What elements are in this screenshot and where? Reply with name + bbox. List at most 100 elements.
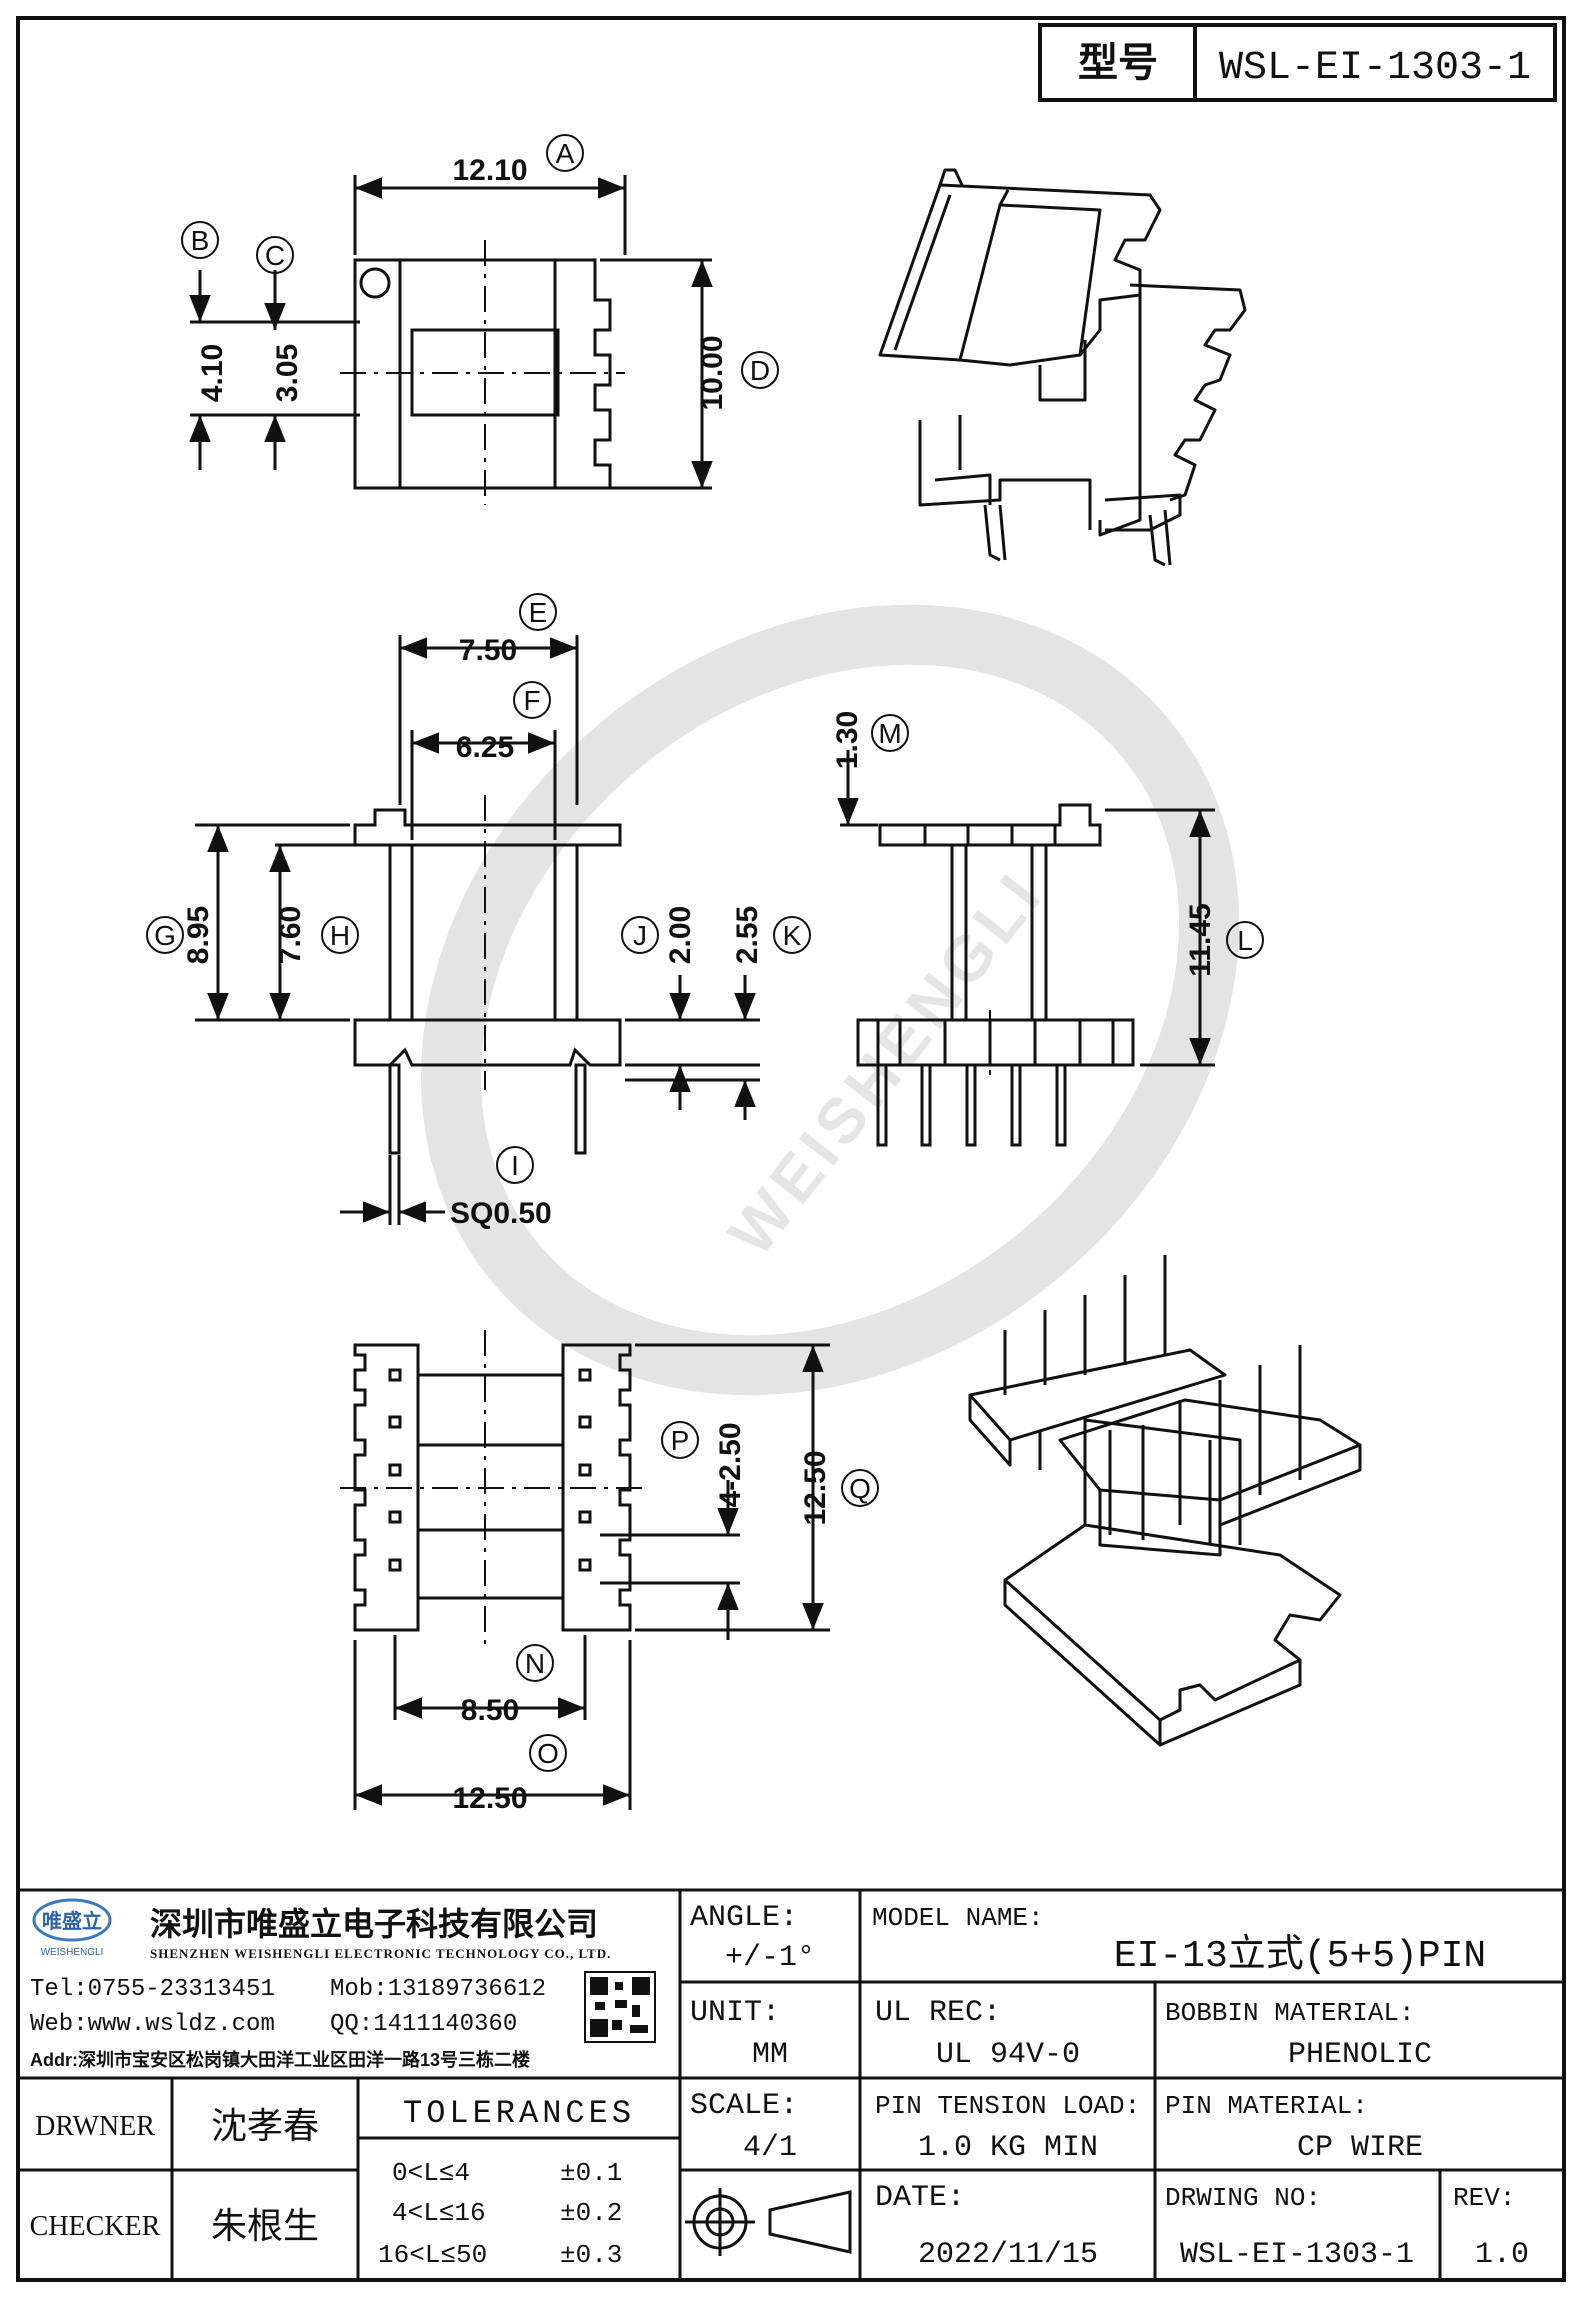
dim-d-marker — [741, 351, 779, 389]
model-name-value: EI-13立式(5+5)PIN — [1114, 1933, 1486, 1978]
dim-o-marker — [529, 1734, 567, 1772]
dim-j-value: 2.00 — [664, 906, 697, 964]
tolerance-range-3: 16<L≤50 — [378, 2240, 487, 2270]
pin-material-value: CP WIRE — [1297, 2131, 1423, 2165]
dim-k-letter: K — [783, 920, 802, 951]
checker-name: 朱根生 — [211, 2205, 319, 2246]
isometric-view-bottom — [968, 1255, 1362, 1747]
dim-l-marker — [1226, 921, 1264, 959]
company-name-cn: 深圳市唯盛立电子科技有限公司 — [150, 1906, 598, 1942]
dim-i-letter: I — [511, 1150, 519, 1181]
angle-value: +/-1° — [725, 1941, 815, 1975]
company-mob: Mob:13189736612 — [330, 1976, 546, 2003]
rev-label: REV: — [1453, 2183, 1515, 2213]
tolerance-range-2: 4<L≤16 — [392, 2198, 486, 2228]
header-model-value: WSL-EI-1303-1 — [1219, 46, 1531, 91]
dim-a-value: 12.10 — [452, 154, 527, 187]
dim-k-marker — [773, 916, 811, 954]
bobbin-material-value: PHENOLIC — [1288, 2038, 1432, 2072]
dim-h-letter: H — [330, 920, 350, 951]
dim-q-marker — [841, 1469, 879, 1507]
date-value: 2022/11/15 — [918, 2238, 1098, 2272]
pin-tension-label: PIN TENSION LOAD: — [875, 2091, 1140, 2121]
dim-b-letter: B — [191, 225, 210, 256]
dim-h-marker — [321, 916, 359, 954]
bottom-view — [340, 1330, 830, 1810]
dim-m-value: 1.30 — [831, 711, 864, 769]
pin-material-label: PIN MATERIAL: — [1165, 2091, 1368, 2121]
drawing-no-label: DRWING NO: — [1165, 2183, 1321, 2213]
company-name-en: SHENZHEN WEISHENGLI ELECTRONIC TECHNOLOG… — [150, 1946, 611, 1961]
rev-value: 1.0 — [1475, 2238, 1529, 2272]
side-view — [837, 750, 1215, 1147]
ul-rec-value: UL 94V-0 — [936, 2038, 1080, 2072]
tolerance-range-1: 0<L≤4 — [392, 2158, 470, 2188]
dim-b-marker — [181, 221, 219, 259]
dim-a-marker — [546, 134, 584, 172]
dim-o-value: 12.50 — [452, 1782, 527, 1815]
tolerance-value-1: ±0.1 — [560, 2158, 622, 2188]
dim-h-value: 7.60 — [274, 906, 307, 964]
company-qq: QQ:1411140360 — [330, 2011, 517, 2038]
dim-k-value: 2.55 — [731, 906, 764, 964]
dim-d-letter: D — [750, 355, 770, 386]
tolerance-value-2: ±0.2 — [560, 2198, 622, 2228]
dim-c-letter: C — [265, 240, 285, 271]
date-label: DATE: — [875, 2181, 965, 2215]
drawing-no-value: WSL-EI-1303-1 — [1180, 2238, 1414, 2272]
watermark-text: WEISHENGLI — [714, 858, 1057, 1269]
company-tel: Tel:0755-23313451 — [30, 1976, 275, 2003]
unit-value: MM — [752, 2038, 788, 2072]
dim-j-letter: J — [633, 920, 647, 951]
dim-b-value: 4.10 — [196, 344, 229, 402]
dim-p-letter: P — [671, 1425, 690, 1456]
scale-label: SCALE: — [690, 2089, 798, 2123]
top-view — [189, 175, 713, 505]
tolerance-value-3: ±0.3 — [560, 2240, 622, 2270]
company-logo-text: 唯盛立 — [42, 1909, 102, 1933]
dim-p-value: 4-2.50 — [714, 1422, 747, 1507]
dim-o-letter: O — [537, 1738, 559, 1769]
drawer-label: DRWNER — [35, 2111, 155, 2142]
drawer-name: 沈孝春 — [211, 2105, 319, 2146]
company-web: Web:www.wsldz.com — [30, 2011, 275, 2038]
model-name-label: MODEL NAME: — [872, 1903, 1044, 1933]
company-addr: Addr:深圳市宝安区松岗镇大田洋工业区田洋一路13号三栋二楼 — [30, 2049, 530, 2070]
tolerances-title: TOLERANCES — [403, 2095, 635, 2132]
dim-l-value: 11.45 — [1184, 903, 1217, 976]
dim-g-marker — [146, 916, 184, 954]
dim-g-value: 8.95 — [182, 906, 215, 964]
dim-i-marker — [496, 1146, 534, 1184]
dim-c-value: 3.05 — [271, 344, 304, 402]
isometric-view-top — [878, 168, 1247, 567]
header-model-label: 型号 — [1078, 41, 1158, 85]
dim-m-marker — [871, 714, 909, 752]
dim-e-value: 7.50 — [459, 634, 517, 667]
dim-e-letter: E — [529, 597, 548, 628]
dim-d-value: 10.00 — [696, 335, 729, 410]
dim-q-letter: Q — [849, 1473, 871, 1504]
bobbin-material-label: BOBBIN MATERIAL: — [1165, 1998, 1415, 2028]
dim-j-marker — [621, 916, 659, 954]
checker-label: CHECKER — [30, 2211, 161, 2242]
dim-c-marker — [256, 236, 294, 274]
title-block: 唯盛立 WEISHENGLI 深圳市唯盛立电子科技有限公司 SHENZHEN W… — [18, 1888, 1564, 2280]
dim-a-letter: A — [556, 138, 575, 169]
sheet-border — [16, 16, 1566, 2282]
dim-m-letter: M — [878, 718, 901, 749]
dim-g-letter: G — [154, 920, 176, 951]
dim-l-letter: L — [1237, 925, 1253, 956]
dim-f-value: 6.25 — [456, 731, 514, 764]
header-model-box: 型号 WSL-EI-1303-1 — [1038, 23, 1557, 102]
angle-label: ANGLE: — [690, 1901, 798, 1935]
qr-code — [584, 1971, 656, 2043]
unit-label: UNIT: — [690, 1996, 780, 2030]
dimension-labels: A 12.10 B 4.10 C 3.05 D 10.00 E 7.50 F 6… — [146, 134, 1264, 1815]
projection-symbol-icon — [685, 2188, 852, 2256]
dim-i-value: SQ0.50 — [450, 1197, 552, 1230]
ul-rec-label: UL REC: — [875, 1996, 1001, 2030]
company-logo-sub: WEISHENGLI — [41, 1947, 104, 1958]
dim-e-marker — [519, 593, 557, 631]
pin-tension-value: 1.0 KG MIN — [918, 2131, 1098, 2165]
